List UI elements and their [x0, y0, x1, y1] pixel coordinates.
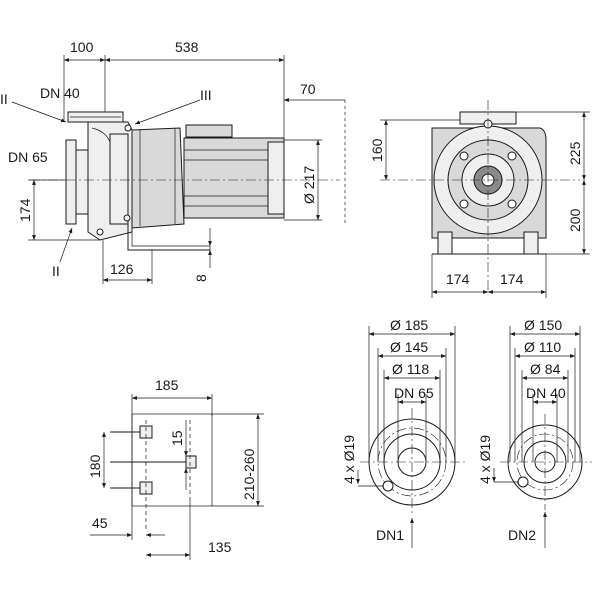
- dim-126: 126: [110, 261, 134, 277]
- dn2-holes: 4 x Ø19: [477, 435, 493, 484]
- dim-15: 15: [169, 430, 185, 446]
- dim-210-260: 210-260: [241, 448, 257, 500]
- dim-225: 225: [567, 141, 583, 165]
- dn1-label: DN1: [376, 527, 404, 543]
- dim-200: 200: [567, 208, 583, 232]
- mark-ii-top: II: [0, 91, 8, 107]
- dim-45: 45: [92, 515, 108, 531]
- dn2-label: DN2: [508, 527, 536, 543]
- dim-217: Ø 217: [301, 166, 317, 204]
- dim-538: 538: [175, 39, 199, 55]
- dim-100: 100: [70, 39, 94, 55]
- dn1-d185: Ø 185: [390, 317, 428, 333]
- dn2-d110: Ø 110: [524, 339, 561, 355]
- dim-185-base: 185: [155, 377, 179, 393]
- base-detail: 185 15 180 210-260 45 135: [87, 377, 264, 560]
- dn2-d84: Ø 84: [530, 361, 561, 377]
- dn2-d150: Ø 150: [524, 317, 562, 333]
- side-view: 100 538 70 DN 40 II III DN 65: [0, 39, 346, 284]
- dn65-label: DN 65: [8, 149, 48, 165]
- dim-8: 8: [193, 274, 209, 282]
- dim-174-left: 174: [446, 271, 470, 287]
- lantern-bracket: [131, 127, 185, 229]
- flange-dn2: Ø 150 Ø 110 Ø 84 DN 40 4 x Ø19 DN2: [477, 317, 592, 548]
- suction-flange: [65, 139, 77, 225]
- dim-174-right: 174: [500, 271, 524, 287]
- dim-135: 135: [208, 539, 232, 555]
- mark-ii-bottom: II: [52, 263, 60, 279]
- flange-dn1: Ø 185 Ø 145 Ø 118 DN 65 4 x Ø19 DN1: [341, 317, 466, 548]
- dn2-dn40: DN 40: [526, 385, 566, 401]
- base-foot: [127, 224, 210, 251]
- dn40-label: DN 40: [40, 85, 80, 101]
- dim-160: 160: [369, 138, 385, 162]
- dn1-dn65: DN 65: [394, 385, 434, 401]
- dn1-d145: Ø 145: [390, 339, 428, 355]
- dim-70: 70: [300, 81, 316, 97]
- motor: [183, 137, 285, 219]
- dn1-d118: Ø 118: [392, 361, 429, 377]
- dn1-holes: 4 x Ø19: [341, 435, 357, 484]
- mark-iii: III: [200, 87, 212, 103]
- dim-174-side: 174: [17, 198, 33, 222]
- front-view: 160 225 200 174 174: [369, 100, 590, 298]
- dim-180: 180: [87, 454, 103, 478]
